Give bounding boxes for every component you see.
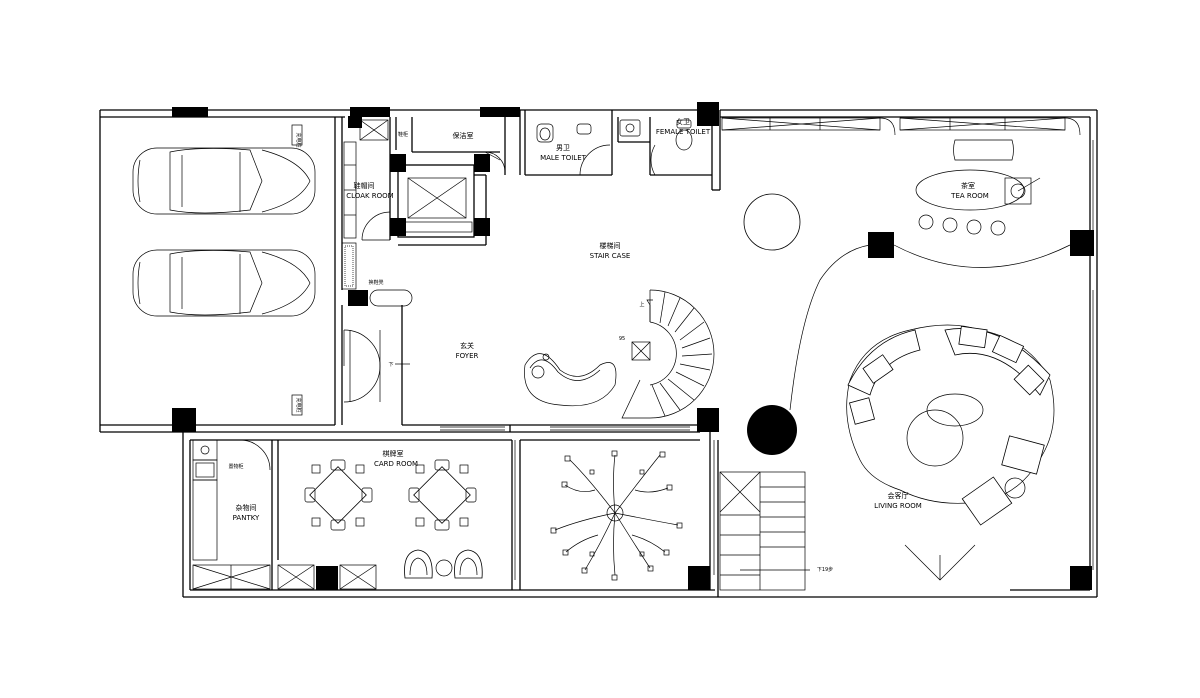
column bbox=[697, 102, 719, 126]
charger-bottom bbox=[291, 394, 303, 416]
spiral-stair bbox=[621, 289, 715, 419]
male-toilet-en: MALE TOILET bbox=[540, 154, 587, 162]
cleaning-room-cn: 保洁室 bbox=[453, 131, 474, 140]
column bbox=[348, 290, 368, 306]
cloak-room bbox=[341, 119, 413, 307]
stair-case-en: STAIR CASE bbox=[590, 252, 631, 260]
round-column bbox=[747, 405, 797, 455]
charger-bottom-label: 充电桩 bbox=[295, 397, 302, 412]
living-room-en: LIVING ROOM bbox=[874, 502, 922, 510]
elevator bbox=[401, 177, 473, 233]
pantry-cn: 杂物间 bbox=[236, 503, 257, 512]
charger-top-label: 充电桩 bbox=[295, 132, 302, 147]
column bbox=[172, 408, 196, 432]
female-toilet-en: FEMALE TOILET bbox=[656, 128, 711, 136]
column bbox=[697, 408, 719, 432]
column bbox=[172, 107, 208, 117]
top-right-window-band bbox=[721, 117, 1081, 136]
living-room-sofa bbox=[847, 325, 1051, 526]
female-toilet bbox=[650, 119, 693, 176]
shoe-cabinet-label: 鞋柜 bbox=[398, 131, 408, 138]
tea-room-en: TEA ROOM bbox=[950, 192, 989, 200]
card-table-right bbox=[408, 459, 477, 531]
shelf-label: 置物柜 bbox=[228, 463, 243, 470]
column bbox=[316, 566, 338, 590]
column bbox=[480, 107, 520, 117]
column bbox=[474, 154, 490, 172]
living-room-tables bbox=[906, 393, 984, 467]
stair-case-cn: 楼梯间 bbox=[600, 241, 621, 250]
cloak-room-en: CLOAK ROOM bbox=[346, 192, 393, 200]
male-toilet-cn: 男卫 bbox=[556, 144, 570, 152]
tea-room bbox=[893, 139, 1071, 268]
car-bottom bbox=[132, 249, 316, 317]
female-toilet-cn: 女卫 bbox=[676, 117, 690, 126]
column bbox=[1070, 230, 1094, 256]
stair-up-label: 上 bbox=[639, 301, 644, 308]
column bbox=[474, 218, 490, 236]
chandelier bbox=[550, 450, 683, 581]
cleaning-door bbox=[484, 151, 506, 173]
stair-down-label: 下19步 bbox=[817, 567, 833, 573]
column bbox=[1070, 566, 1092, 590]
column bbox=[348, 116, 362, 128]
foyer-cn: 玄关 bbox=[460, 341, 474, 350]
entry-arrow bbox=[904, 544, 976, 581]
living-room-cn: 会客厅 bbox=[888, 491, 909, 500]
column bbox=[350, 107, 390, 117]
column bbox=[390, 154, 406, 172]
card-room-en: CARD ROOM bbox=[374, 460, 418, 468]
outer-walls bbox=[99, 109, 1098, 598]
pantry-en: PANTKY bbox=[233, 514, 260, 522]
reception-desk bbox=[524, 353, 617, 407]
interior-walls bbox=[190, 110, 721, 597]
column bbox=[390, 218, 406, 236]
car-top bbox=[132, 147, 316, 215]
foyer-doors bbox=[343, 329, 381, 403]
stair-tag-label: 95 bbox=[619, 336, 625, 342]
round-column-outline bbox=[743, 193, 801, 251]
column bbox=[868, 232, 894, 258]
straight-stair bbox=[719, 471, 810, 591]
card-table-left bbox=[304, 459, 373, 531]
cloak-room-cn: 鞋帽间 bbox=[354, 181, 375, 190]
columns bbox=[172, 102, 1094, 590]
card-room-armchairs bbox=[404, 549, 483, 579]
shoe-bench-label: 换鞋凳 bbox=[368, 279, 383, 286]
male-toilet bbox=[536, 119, 641, 176]
tea-room-cn: 茶室 bbox=[961, 181, 975, 190]
charger-top bbox=[291, 124, 303, 146]
card-room-cn: 棋牌室 bbox=[383, 449, 404, 458]
pantry bbox=[192, 439, 271, 590]
column bbox=[688, 566, 710, 590]
foyer-down-label: 下 bbox=[388, 362, 393, 368]
windows bbox=[440, 140, 1094, 580]
card-room-cabinets bbox=[277, 564, 377, 590]
foyer-en: FOYER bbox=[456, 352, 479, 360]
